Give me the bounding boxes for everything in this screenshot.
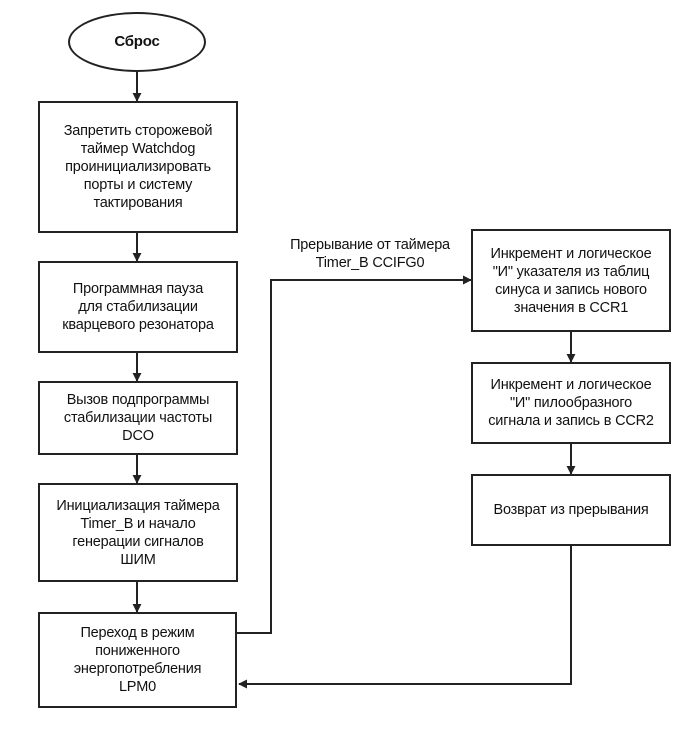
step-disable-watchdog: Запретить сторожевой таймер Watchdog про… xyxy=(38,101,238,233)
step-saw-ccr2: Инкремент и логическое "И" пилообразного… xyxy=(471,362,671,444)
arrow-lpm0-to-interrupt xyxy=(237,275,472,634)
step-text: Инкремент и логическое "И" пилообразного… xyxy=(488,377,654,429)
step-text: Запретить сторожевой таймер Watchdog про… xyxy=(63,123,213,211)
step-text: Возврат из прерывания xyxy=(493,502,649,518)
step-text: Переход в режим пониженного энергопотреб… xyxy=(73,625,202,695)
start-reset-oval: Сброс xyxy=(68,12,206,72)
step-sine-ccr1: Инкремент и логическое "И" указателя из … xyxy=(471,229,671,332)
interrupt-trigger-label: Прерывание от таймера Timer_B CCIFG0 xyxy=(290,237,450,271)
step-text: Вызов подпрограммы стабилизации частоты … xyxy=(63,392,213,444)
start-label: Сброс xyxy=(114,33,160,50)
step-lpm0: Переход в режим пониженного энергопотреб… xyxy=(38,612,237,708)
step-timer-init: Инициализация таймера Timer_B и начало г… xyxy=(38,483,238,582)
step-text: Программная пауза для стабилизации кварц… xyxy=(62,281,214,333)
step-return: Возврат из прерывания xyxy=(471,474,671,546)
step-text: Инициализация таймера Timer_B и начало г… xyxy=(56,497,220,568)
step-crystal-pause: Программная пауза для стабилизации кварц… xyxy=(38,261,238,353)
step-dco-call: Вызов подпрограммы стабилизации частоты … xyxy=(38,381,238,455)
arrow-return-to-lpm0 xyxy=(238,546,572,689)
step-text: Инкремент и логическое "И" указателя из … xyxy=(490,245,652,316)
